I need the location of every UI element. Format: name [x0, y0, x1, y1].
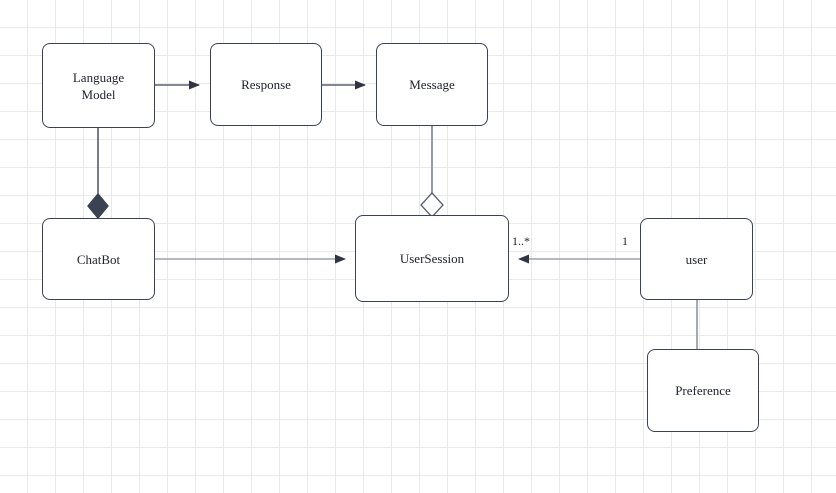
node-language-model-label-line2: Model — [81, 86, 116, 102]
multiplicity-label-user: 1 — [622, 234, 628, 248]
edge-language-model-to-chatbot — [87, 128, 109, 220]
multiplicity-label-usersession: 1..* — [512, 234, 530, 248]
node-chatbot[interactable]: ChatBot — [42, 218, 155, 300]
node-language-model[interactable]: Language Model — [42, 43, 155, 128]
node-preference[interactable]: Preference — [647, 349, 759, 432]
node-language-model-label: Language Model — [73, 69, 124, 103]
edge-message-to-usersession — [420, 126, 444, 218]
node-language-model-label-line1: Language — [72, 69, 125, 85]
node-response[interactable]: Response — [210, 43, 322, 126]
node-usersession[interactable]: UserSession — [355, 215, 509, 302]
filled-diamond-marker — [87, 192, 109, 220]
node-message[interactable]: Message — [376, 43, 488, 126]
hollow-diamond-marker — [420, 192, 444, 218]
node-user[interactable]: user — [640, 218, 753, 300]
